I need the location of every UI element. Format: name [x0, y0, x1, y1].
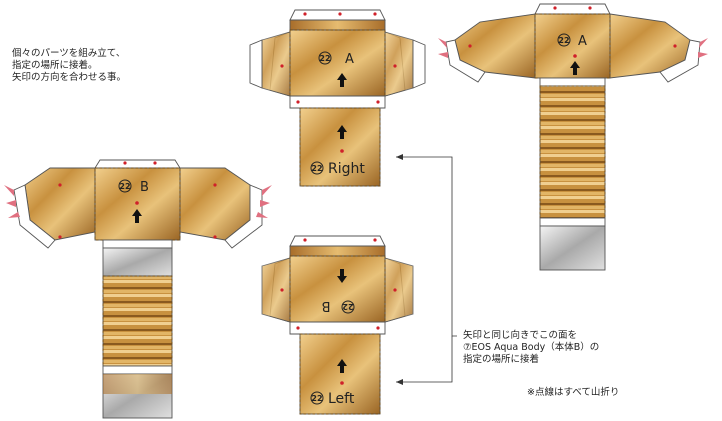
instructions-text: 個々のパーツを組み立て、 指定の場所に接着。 矢印の方向を合わせる事。	[12, 48, 126, 84]
part-right-label: Right	[328, 161, 365, 177]
part-left-label: Left	[328, 391, 355, 407]
part-left-net	[261, 235, 414, 415]
fold-note: ※点線はすべて山折り	[527, 387, 620, 398]
callout-bracket	[396, 154, 457, 385]
part-b-net	[4, 159, 272, 419]
part-a-number: 22	[319, 54, 330, 63]
part-a-assembled-number: 22	[558, 36, 569, 45]
callout-line-3: 指定の場所に接着	[463, 354, 540, 365]
instructions-line-3: 矢印の方向を合わせる事。	[12, 72, 127, 83]
part-b-reversed-label: B	[322, 298, 331, 313]
part-a-net	[249, 9, 426, 187]
callout-line-2: ⑦EOS Aqua Body（本体B）の	[463, 342, 600, 353]
part-a-label: A	[345, 52, 354, 67]
part-b-reversed-number: 22	[342, 302, 353, 311]
instructions-line-1: 個々のパーツを組み立て、	[12, 48, 126, 59]
part-left-number: 22	[311, 394, 322, 403]
callout-text: 矢印と同じ向きでこの面を ⑦EOS Aqua Body（本体B）の 指定の場所に…	[463, 330, 599, 366]
callout-line-1: 矢印と同じ向きでこの面を	[463, 330, 578, 341]
part-a-assembled-net	[438, 3, 708, 271]
instructions-line-2: 指定の場所に接着。	[12, 60, 98, 71]
part-right-number: 22	[311, 164, 322, 173]
part-b-number: 22	[119, 182, 130, 191]
part-b-label: B	[140, 180, 149, 195]
part-a-assembled-label: A	[578, 34, 587, 49]
